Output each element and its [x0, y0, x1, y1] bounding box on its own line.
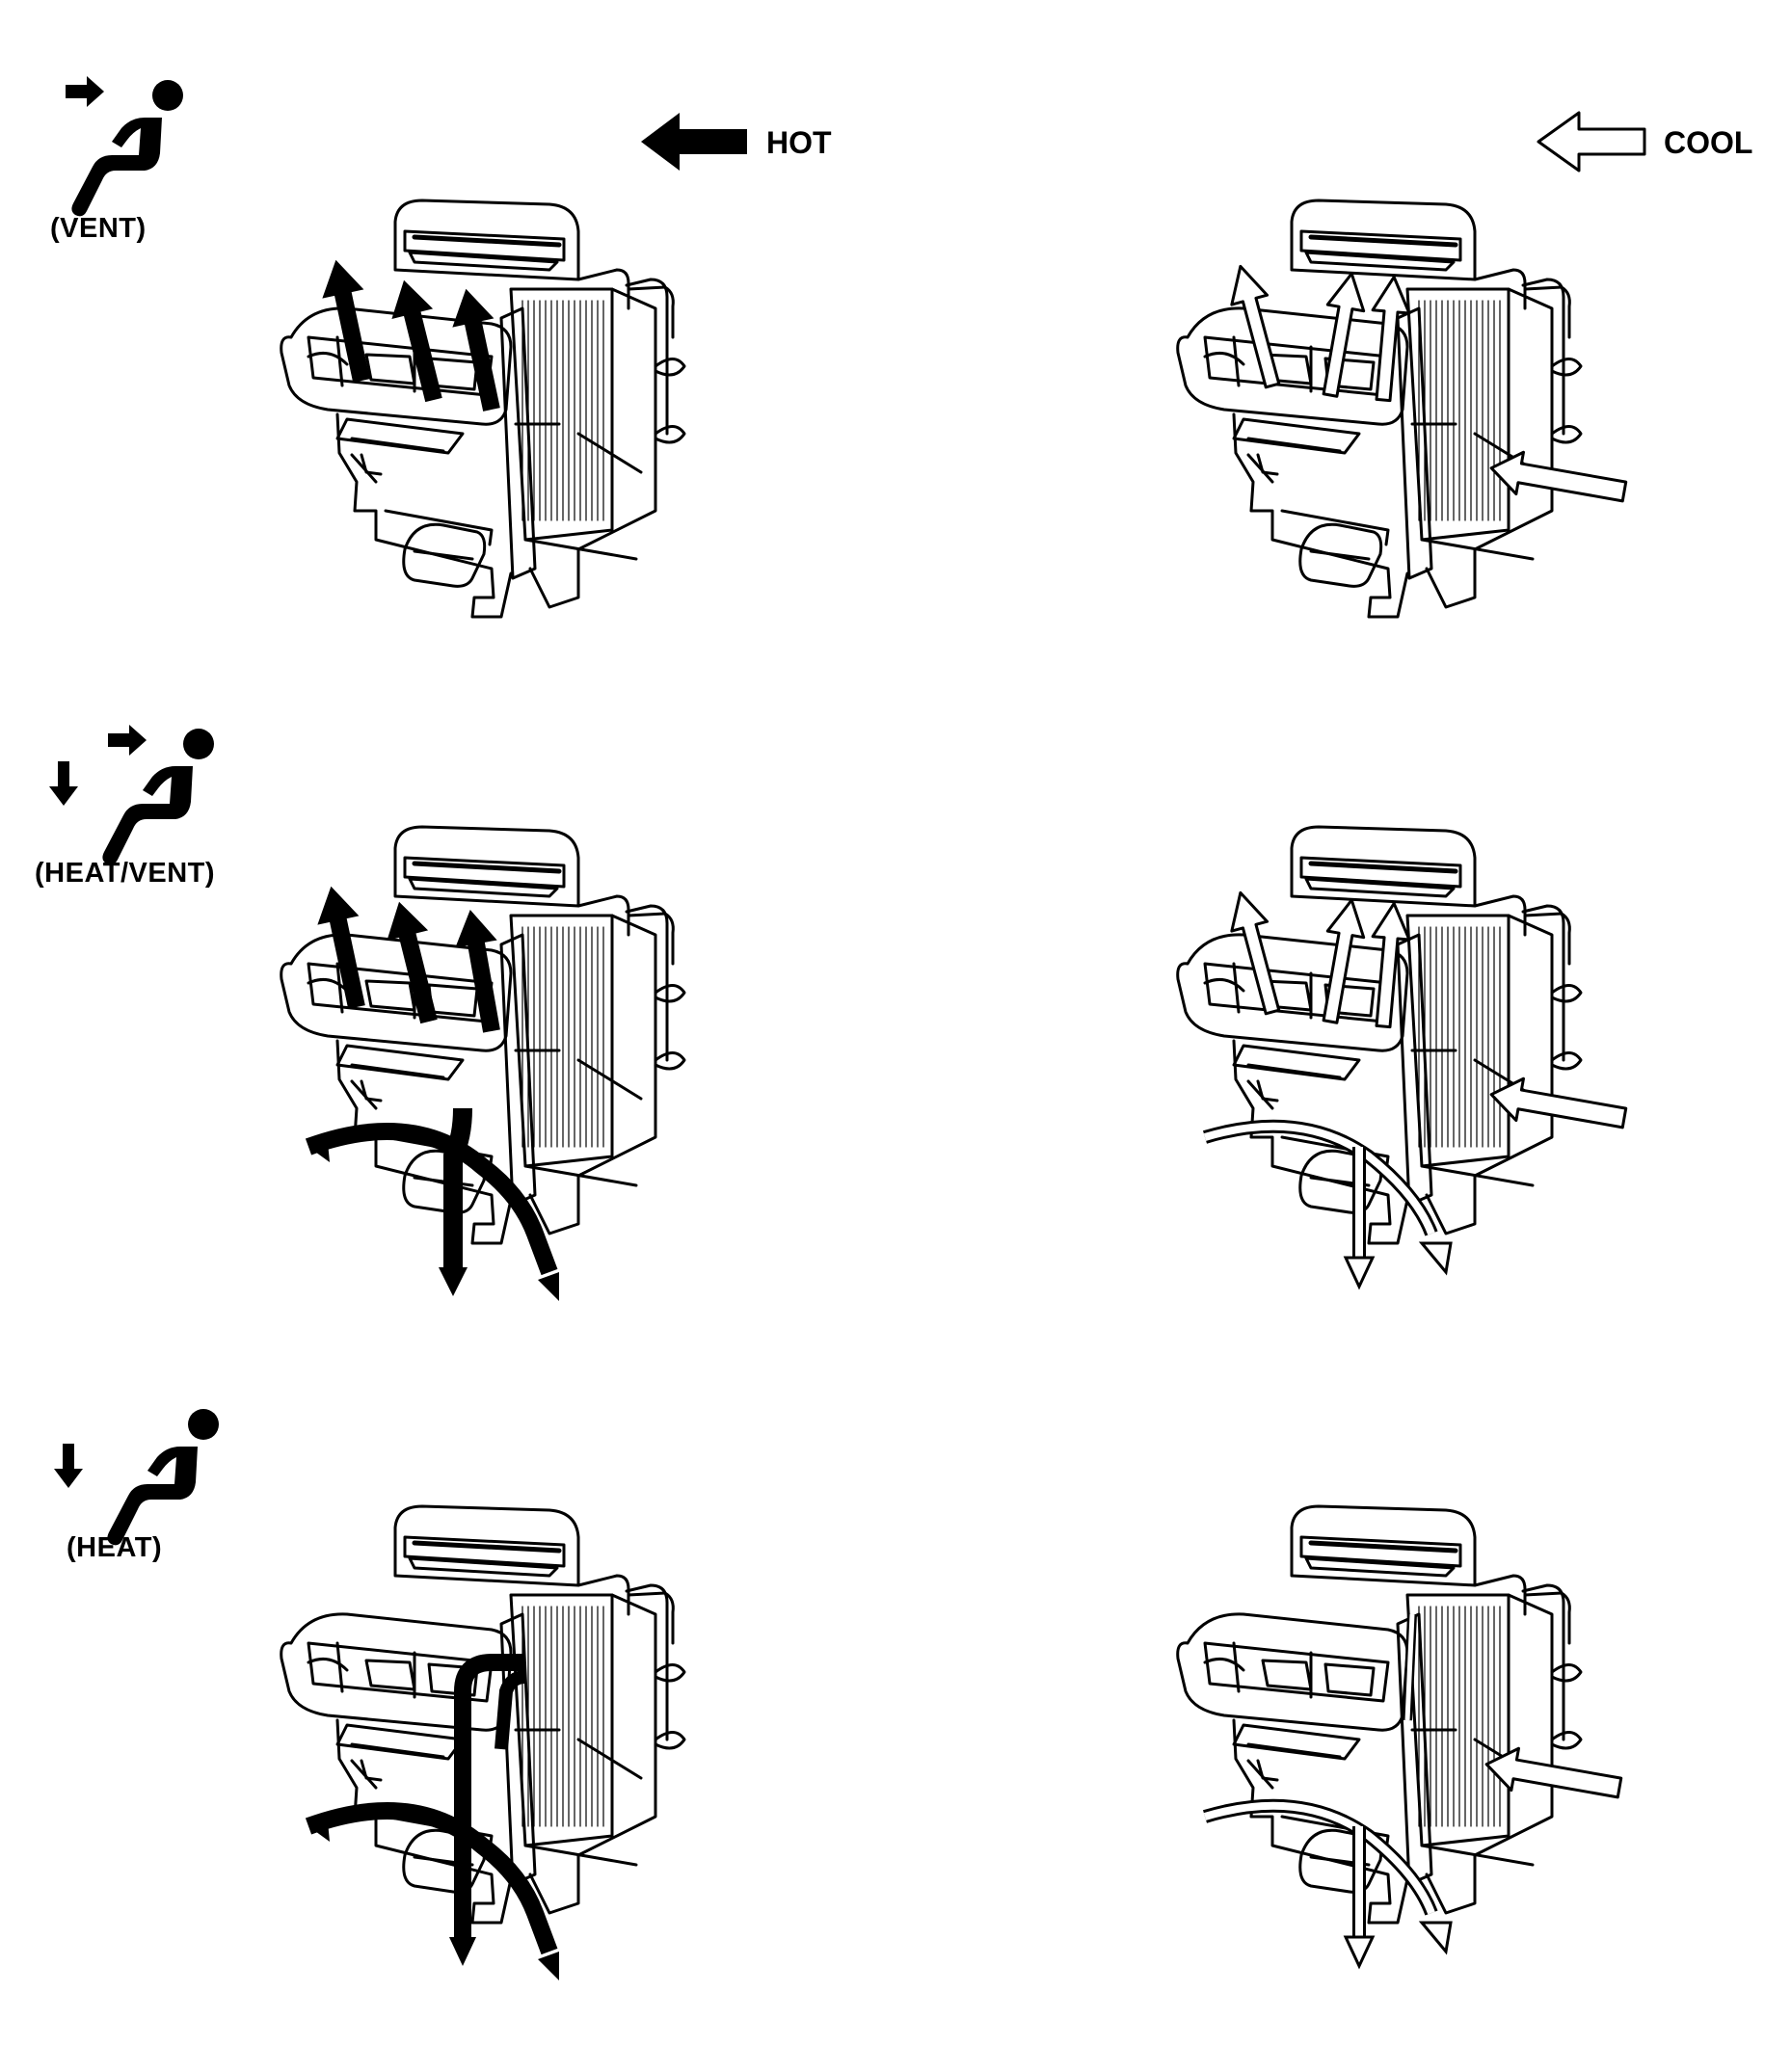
seated-person-heat-icon — [54, 1409, 219, 1546]
heater-unit-heat-vent-hot — [270, 819, 810, 1340]
mode-heat-vent: (HEAT/VENT) — [29, 713, 260, 906]
hot-label: HOT — [766, 125, 832, 160]
heater-unit-vent-cool — [1166, 193, 1706, 675]
mode-label-heat-vent: (HEAT/VENT) — [35, 858, 216, 889]
mode-label-heat: (HEAT) — [67, 1532, 163, 1563]
mode-heat: (HEAT) — [43, 1397, 255, 1590]
hot-arrow-icon — [641, 113, 747, 171]
heater-unit-heat-cool — [1166, 1499, 1706, 2019]
heater-unit-heat-vent-cool — [1166, 819, 1706, 1340]
cool-label: COOL — [1664, 125, 1753, 160]
hot-legend: HOT — [631, 108, 863, 175]
cool-airflow-arrows — [1202, 1613, 1625, 1970]
mode-label-vent: (VENT) — [50, 213, 147, 244]
hot-airflow-arrows — [305, 1654, 559, 1980]
cool-airflow-arrows — [1221, 259, 1630, 515]
cool-airflow-arrows — [1202, 886, 1630, 1290]
mode-vent: (VENT) — [39, 63, 251, 246]
heater-unit-heat-hot — [270, 1499, 810, 2019]
cool-legend: COOL — [1531, 108, 1781, 175]
seated-person-vent-icon — [66, 76, 183, 217]
cool-arrow-icon — [1537, 111, 1646, 173]
seated-person-heat-vent-icon — [49, 725, 214, 865]
heater-unit-vent-hot — [270, 193, 810, 675]
hot-airflow-arrows — [305, 882, 559, 1301]
